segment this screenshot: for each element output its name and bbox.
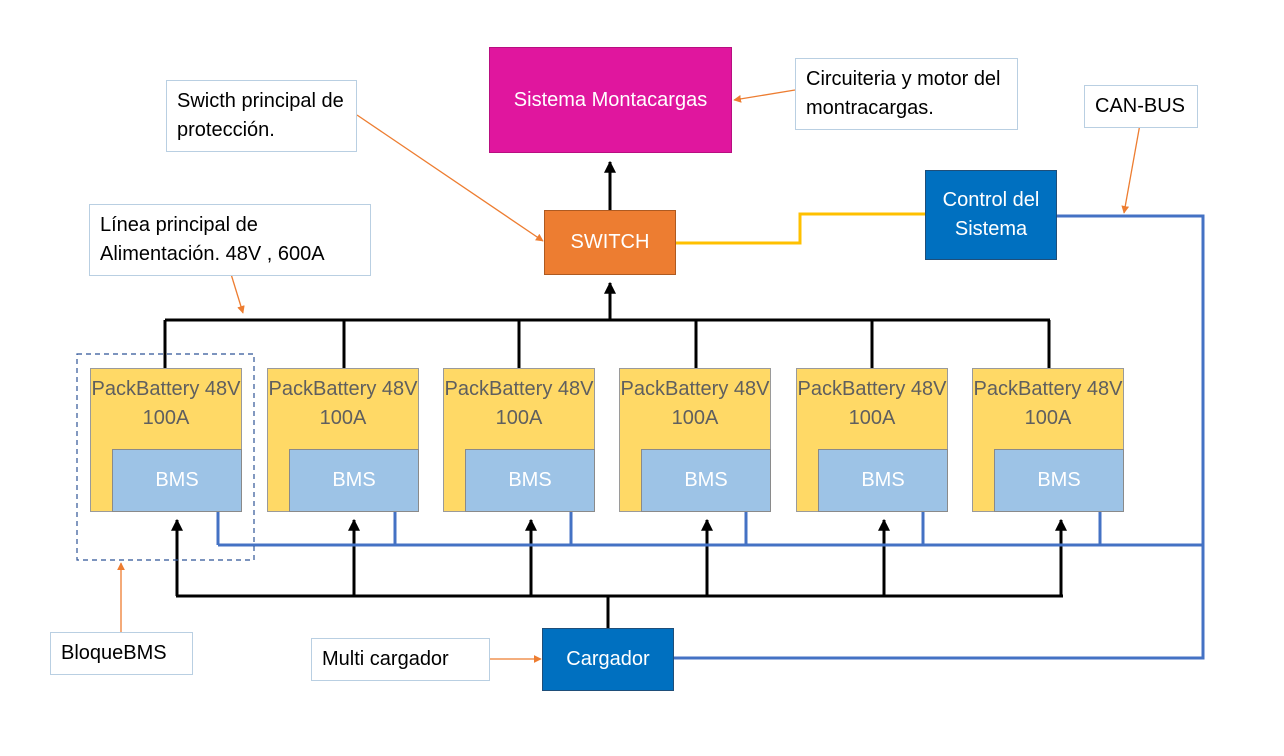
control-sistema-label: Control del Sistema xyxy=(942,189,1040,240)
bms-box: BMS xyxy=(994,449,1124,512)
pack-battery-5: PackBattery 48V 100A BMS xyxy=(796,368,948,512)
pack-battery-6: PackBattery 48V 100A BMS xyxy=(972,368,1124,512)
control-sistema-box: Control del Sistema xyxy=(925,170,1057,260)
pack-battery-2: PackBattery 48V 100A BMS xyxy=(267,368,419,512)
annotation-arrows xyxy=(117,89,1141,663)
bloque-bms-region xyxy=(76,353,255,561)
pack-battery-1: PackBattery 48V 100A BMS xyxy=(90,368,242,512)
sistema-montacargas-box: Sistema Montacargas xyxy=(489,47,732,153)
pack-title: PackBattery 48V 100A xyxy=(444,378,594,429)
switch-label: SWITCH xyxy=(570,231,650,253)
pack-title: PackBattery 48V 100A xyxy=(268,378,418,429)
note-bloque-bms-text: BloqueBMS xyxy=(61,642,167,664)
charger-bus xyxy=(171,518,1067,628)
note-multi-cargador-text: Multi cargador xyxy=(322,648,449,670)
bms-label: BMS xyxy=(508,469,552,491)
bms-box: BMS xyxy=(289,449,419,512)
bms-box: BMS xyxy=(641,449,771,512)
cargador-box: Cargador xyxy=(542,628,674,691)
note-multi-cargador: Multi cargador xyxy=(311,638,490,681)
note-linea: Línea principal de Alimentación. 48V , 6… xyxy=(89,204,371,276)
bms-label: BMS xyxy=(861,469,905,491)
main-power-bus xyxy=(163,160,1051,368)
note-switch-text: Swicth principal de protección. xyxy=(177,90,344,141)
note-canbus: CAN-BUS xyxy=(1084,85,1198,128)
cargador-label: Cargador xyxy=(566,648,650,670)
note-circuiteria: Circuiteria y motor del montracargas. xyxy=(795,58,1018,130)
bms-box: BMS xyxy=(818,449,948,512)
pack-title: PackBattery 48V 100A xyxy=(91,378,241,429)
pack-title: PackBattery 48V 100A xyxy=(973,378,1123,429)
sistema-montacargas-label: Sistema Montacargas xyxy=(513,88,708,111)
bms-box: BMS xyxy=(112,449,242,512)
pack-title: PackBattery 48V 100A xyxy=(620,378,770,429)
bms-label: BMS xyxy=(684,469,728,491)
note-bloque-bms: BloqueBMS xyxy=(50,632,193,675)
note-circuiteria-text: Circuiteria y motor del montracargas. xyxy=(806,68,1001,119)
bms-label: BMS xyxy=(332,469,376,491)
pack-battery-4: PackBattery 48V 100A BMS xyxy=(619,368,771,512)
can-bus-line xyxy=(216,214,1205,660)
switch-box: SWITCH xyxy=(544,210,676,275)
pack-title: PackBattery 48V 100A xyxy=(797,378,947,429)
note-linea-text: Línea principal de Alimentación. 48V , 6… xyxy=(100,214,325,265)
bms-box: BMS xyxy=(465,449,595,512)
bms-label: BMS xyxy=(155,469,199,491)
pack-battery-3: PackBattery 48V 100A BMS xyxy=(443,368,595,512)
bms-label: BMS xyxy=(1037,469,1081,491)
note-canbus-text: CAN-BUS xyxy=(1095,95,1186,117)
note-switch: Swicth principal de protección. xyxy=(166,80,357,152)
control-line xyxy=(676,212,925,245)
